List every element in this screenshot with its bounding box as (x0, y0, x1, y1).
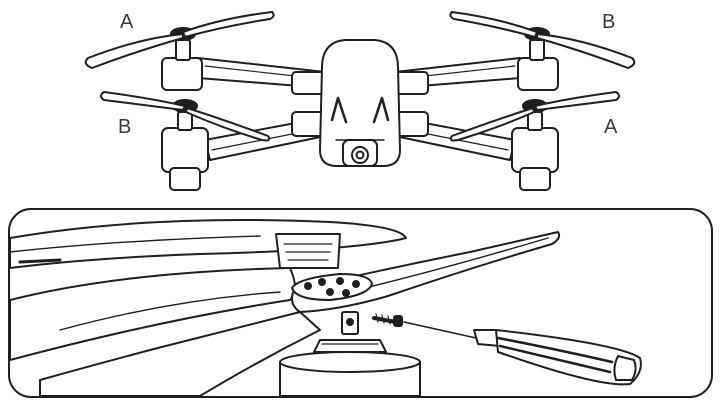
motor-front-left (161, 99, 209, 191)
detail-panel (8, 208, 713, 398)
label-front-right: B (602, 11, 615, 33)
hinge-rear-right (395, 71, 429, 95)
label-rear-right: A (604, 116, 618, 138)
hinge-front-left (291, 111, 325, 137)
detail-upper-motor (275, 233, 341, 269)
detail-blade-upper (10, 219, 407, 269)
propeller-rear-right (536, 33, 636, 69)
hinge-front-right (395, 111, 429, 137)
screw-icon (372, 313, 403, 327)
label-front-left: A (120, 11, 134, 33)
label-rear-left: B (118, 116, 131, 138)
propeller-hub-plate (291, 273, 373, 301)
motor-icon (313, 339, 387, 353)
drone-illustration-icon (84, 11, 636, 191)
propeller-rear-left (84, 33, 184, 69)
hinge-rear-left (291, 71, 325, 95)
propeller-lower-blade (39, 311, 321, 396)
motor-front-right (511, 99, 559, 191)
drone-body (319, 39, 401, 167)
propeller-front-right (534, 91, 620, 111)
propeller-front-left (100, 91, 186, 111)
screwdriver-icon (403, 321, 642, 386)
